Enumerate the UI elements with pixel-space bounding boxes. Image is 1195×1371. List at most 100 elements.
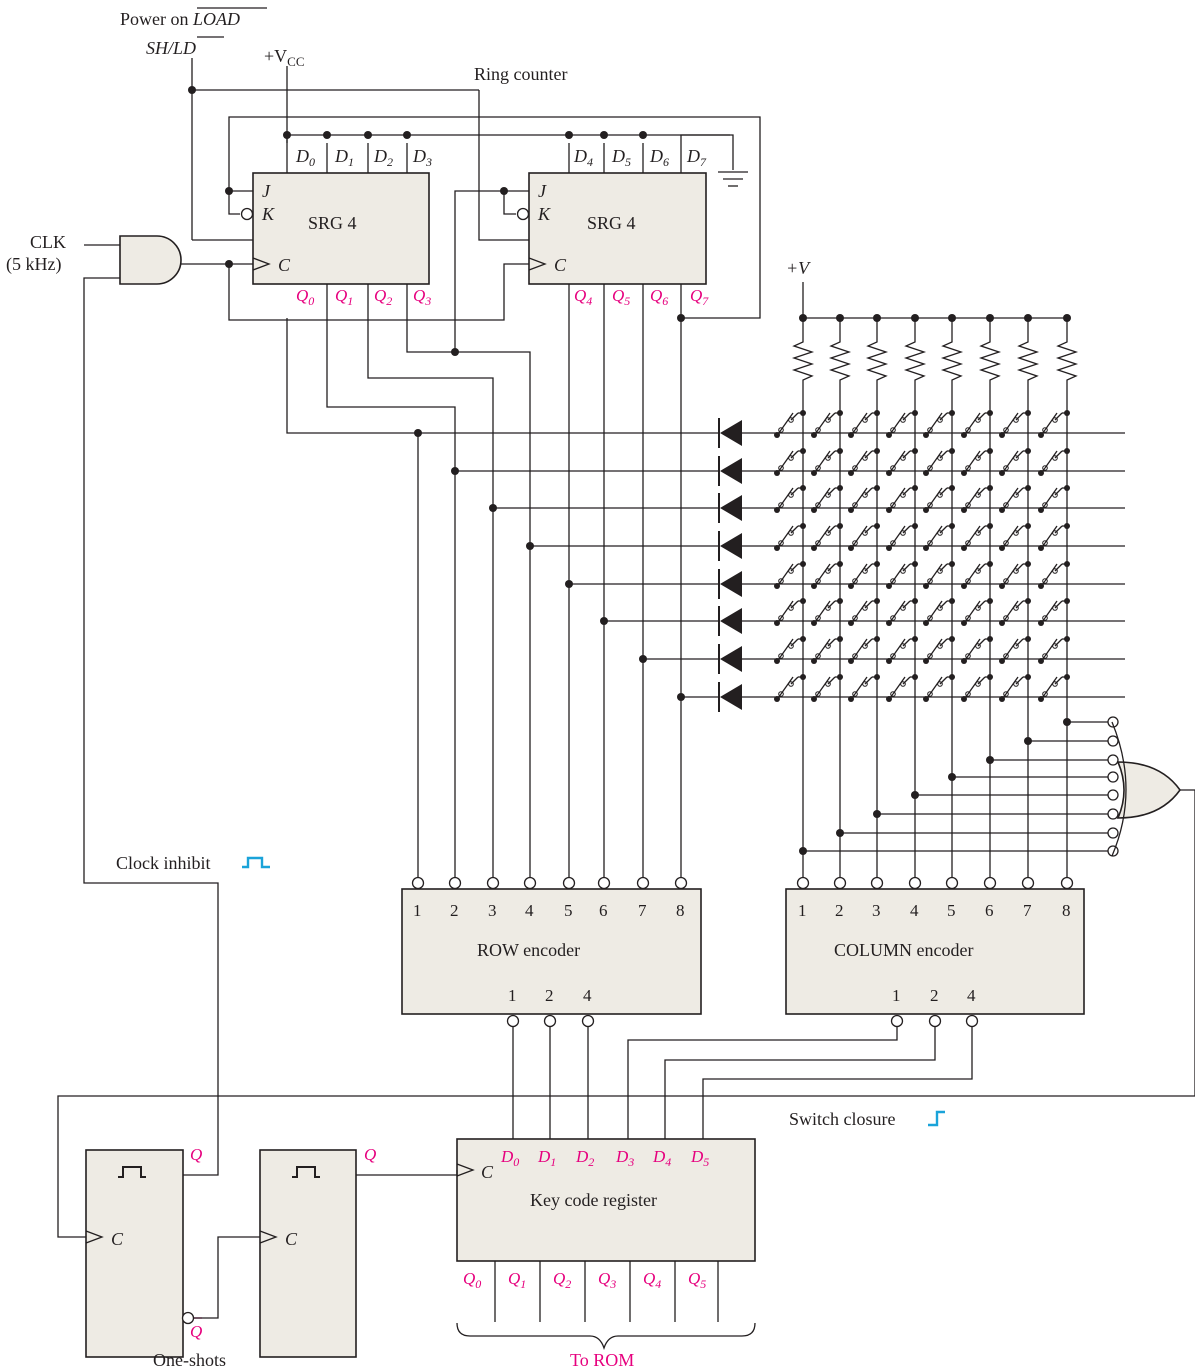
key-switch: [1038, 523, 1070, 551]
key-switch: [961, 523, 993, 551]
srg-right-q-labels: Q4 Q5 Q6 Q7: [574, 286, 709, 308]
one-shot-right-c: C: [285, 1229, 298, 1249]
key-switch: [886, 561, 918, 589]
row-encoder-output-label: 2: [545, 986, 554, 1005]
switch-closure-or-gate: [1116, 761, 1181, 819]
clock-inhibit-label: Clock inhibit: [116, 853, 211, 873]
row-diodes: [718, 418, 1125, 712]
key-switch: [999, 410, 1031, 438]
key-switch: [923, 674, 955, 702]
clk-label: CLK: [30, 232, 66, 252]
diode: [720, 458, 742, 484]
one-shot-qbar-bubble: [181, 1311, 195, 1325]
svg-text:D6: D6: [649, 146, 669, 169]
srg-left-k-bubble: [240, 207, 254, 221]
column-encoder-input-bubble: [1060, 876, 1074, 890]
sh-ld-label: SH/LD: [146, 38, 196, 58]
row-encoder-output-bubble: [506, 1014, 520, 1028]
row-encoder-input-label: 7: [638, 901, 647, 920]
srg-right-c: C: [554, 255, 567, 275]
row-encoder-input-bubble: [597, 876, 611, 890]
kcr-q-label: Q4: [643, 1269, 661, 1291]
pull-up-resistor: [1016, 318, 1040, 392]
key-switch: [923, 448, 955, 476]
key-switch: [999, 485, 1031, 513]
row-encoder-input-label: 4: [525, 901, 534, 920]
key-switch: [848, 485, 880, 513]
to-rom-brace: [456, 1322, 756, 1351]
row-encoder-input-label: 8: [676, 901, 685, 920]
key-switch: [811, 561, 843, 589]
svg-text:Q2: Q2: [374, 286, 392, 308]
srg-left-q-labels: Q0 Q1 Q2 Q3: [296, 286, 431, 308]
or-tap-junction: [1024, 737, 1032, 745]
one-shot-left-box: [85, 1149, 184, 1358]
row-encoder-input-label: 6: [599, 901, 608, 920]
svg-text:D4: D4: [573, 146, 593, 169]
or-gate-input-curve: [1111, 721, 1127, 857]
or-tap-junction: [986, 756, 994, 764]
or-input-bubble: [1107, 716, 1119, 728]
one-shots-label: One-shots: [153, 1350, 226, 1370]
key-switch: [774, 674, 806, 702]
kcr-d-label: D5: [690, 1147, 709, 1169]
or-tap-junction: [1063, 718, 1071, 726]
svg-text:D5: D5: [611, 146, 631, 169]
key-switch: [999, 598, 1031, 626]
one-shot-left-clock-triangle: [85, 1230, 104, 1244]
row-junction-dots: [414, 348, 685, 701]
key-switch: [774, 448, 806, 476]
key-switch: [923, 485, 955, 513]
column-encoder-input-label: 3: [872, 901, 881, 920]
key-switch: [811, 448, 843, 476]
key-switch: [774, 561, 806, 589]
key-switch: [999, 636, 1031, 664]
key-switch: [923, 523, 955, 551]
svg-text:D1: D1: [334, 146, 354, 169]
key-switch: [961, 561, 993, 589]
svg-text:Q7: Q7: [690, 286, 709, 308]
column-encoder-input-bubble: [796, 876, 810, 890]
clk-and-gate: [119, 235, 182, 285]
column-encoder-box: [785, 888, 1085, 1015]
key-switch: [848, 674, 880, 702]
srg-right-k: K: [537, 204, 551, 224]
row-encoder-input-label: 5: [564, 901, 573, 920]
key-switch: [811, 410, 843, 438]
one-shot-wires: [183, 1170, 458, 1319]
row-lines: [286, 318, 720, 877]
row-encoder-output-label: 4: [583, 986, 592, 1005]
svg-text:Q4: Q4: [574, 286, 592, 308]
key-switch: [923, 410, 955, 438]
key-switch: [848, 410, 880, 438]
key-switch: [774, 523, 806, 551]
or-input-bubble: [1107, 754, 1119, 766]
key-switch: [848, 598, 880, 626]
srg-left-c: C: [278, 255, 291, 275]
diode: [720, 495, 742, 521]
or-input-bubble: [1107, 808, 1119, 820]
kcr-d-label: D3: [615, 1147, 634, 1169]
srg-right-d-labels: D4 D5 D6 D7: [573, 146, 707, 169]
key-switch: [961, 410, 993, 438]
one-shot-left-qbar: Q: [190, 1322, 202, 1341]
key-switch: [886, 674, 918, 702]
kcr-q-label: Q2: [553, 1269, 571, 1291]
key-code-register-c: C: [481, 1162, 494, 1182]
key-switch: [1038, 561, 1070, 589]
column-encoder-input-bubble: [870, 876, 884, 890]
column-encoder-output-bubble: [890, 1014, 904, 1028]
key-switch: [961, 485, 993, 513]
key-switch: [1038, 674, 1070, 702]
key-switch: [811, 523, 843, 551]
clk-freq-label: (5 kHz): [6, 254, 61, 275]
column-encoder-output-label: 2: [930, 986, 939, 1005]
kcr-q-label: Q1: [508, 1269, 526, 1291]
one-shot-pulse-icons: [118, 1166, 320, 1178]
row-encoder-input-bubble: [636, 876, 650, 890]
srg-right-clock-triangle: [528, 257, 547, 271]
pull-up-resistor: [978, 318, 1002, 392]
key-switch: [886, 448, 918, 476]
